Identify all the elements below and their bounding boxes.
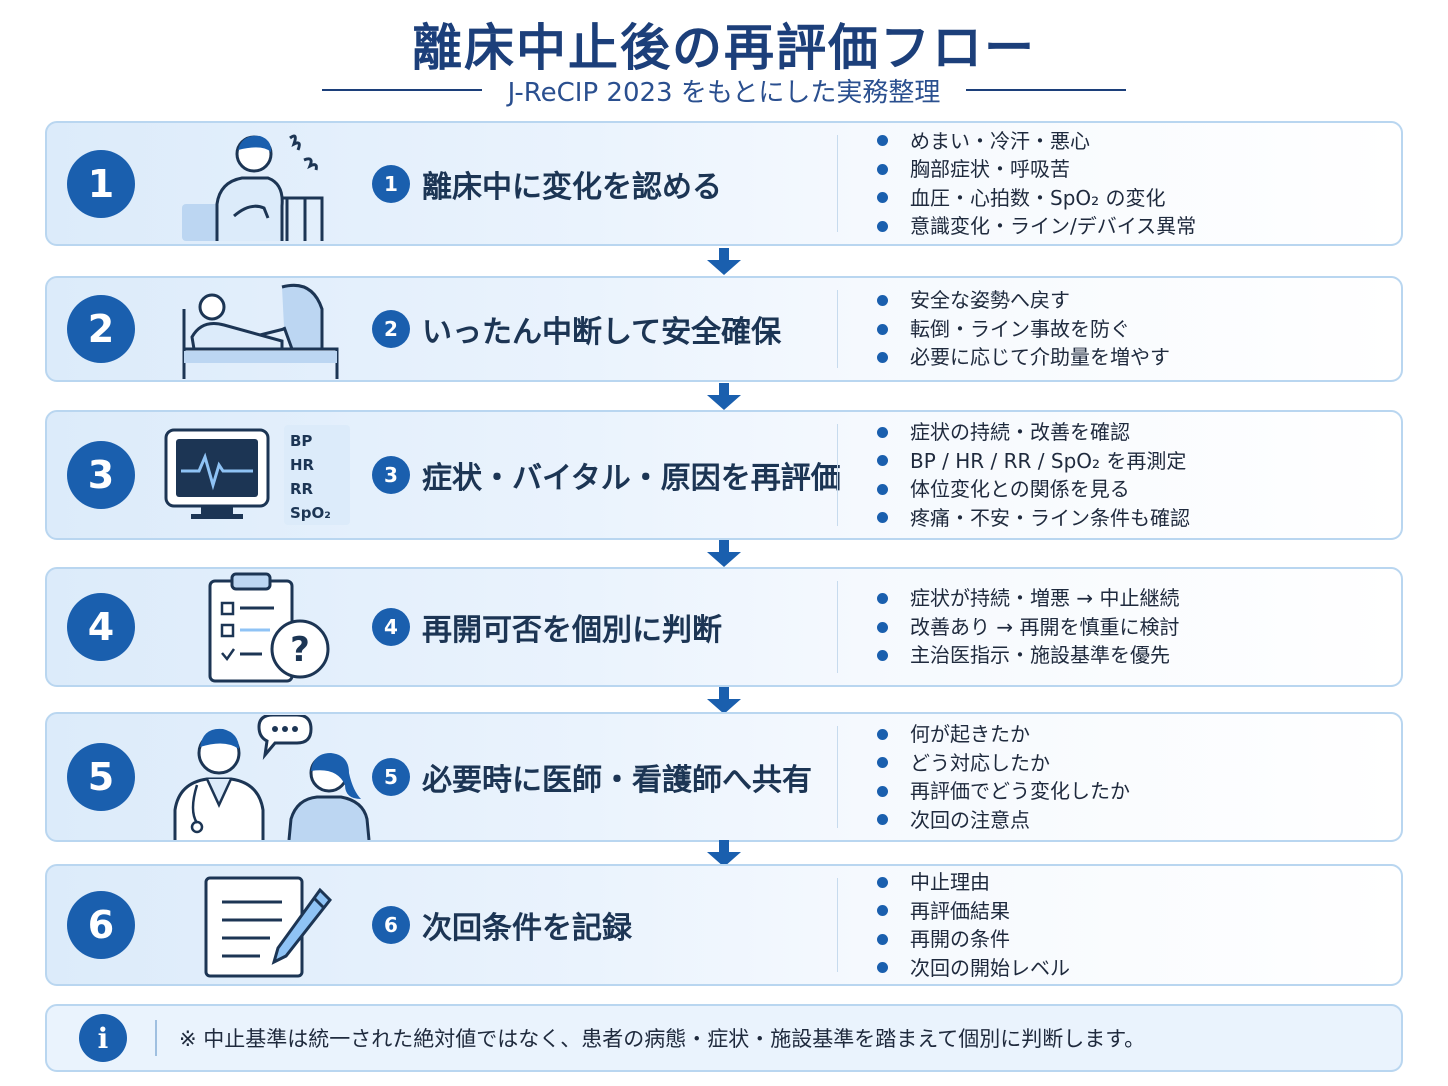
step-4: 4 ? 4 再開可否を個別に判断 症状が持続・増悪 → 中止継続 改善あり → … [45,567,1403,687]
heading-number-badge: 2 [372,310,410,348]
step-6: 6 6 次回条件を記録 中止理由 再評価結果 再開の条件 次回の開始レベル [45,864,1403,986]
step-number-badge: 4 [67,593,135,661]
bullet-item: 症状の持続・改善を確認 [877,418,1190,447]
note-divider [155,1020,157,1056]
bullet-item: 再評価でどう変化したか [877,777,1130,806]
note-text: ※ 中止基準は統一された絶対値ではなく、患者の病態・症状・施設基準を踏まえて個別… [179,1027,1146,1051]
step-2: 2 2 いったん中断して安全確保 安全な姿勢へ戻す 転倒・ライン事故を防ぐ 必要… [45,276,1403,382]
bullet-list: めまい・冷汗・悪心 胸部症状・呼吸苦 血圧・心拍数・SpO₂ の変化 意識変化・… [877,127,1196,241]
step-number-badge: 6 [67,891,135,959]
bullet-item: 再評価結果 [877,897,1070,926]
subtitle-line-right [966,89,1127,91]
step-1: 1 1 離床中に変化を認める めまい・冷汗・悪心 胸部症状・呼吸苦 血圧・心拍数… [45,121,1403,246]
divider [837,424,838,526]
bullet-item: 症状が持続・増悪 → 中止継続 [877,584,1179,613]
down-arrow-icon [707,687,741,714]
divider [837,581,838,673]
vital-label: RR [290,480,314,498]
bullet-item: 転倒・ライン事故を防ぐ [877,315,1170,344]
bullet-list: 症状の持続・改善を確認 BP / HR / RR / SpO₂ を再測定 体位変… [877,418,1190,532]
bullet-item: BP / HR / RR / SpO₂ を再測定 [877,447,1190,476]
page-title: 離床中止後の再評価フロー [412,19,1036,77]
bullet-item: 次回の注意点 [877,806,1130,835]
heading-number-badge: 6 [372,906,410,944]
bullet-item: 体位変化との関係を見る [877,475,1190,504]
heading-number-badge: 3 [372,456,410,494]
heading-number-badge: 1 [372,164,410,203]
down-arrow-icon [707,840,741,867]
patient-bed-assist-icon [157,278,357,380]
heading-text: 離床中に変化を認める [422,169,722,205]
down-arrow-icon [707,248,741,275]
bullet-item: どう対応したか [877,749,1130,778]
heading-text: 再開可否を個別に判断 [422,613,722,648]
vital-label: BP [290,432,313,450]
heading-number-badge: 5 [372,758,410,796]
step-number-badge: 5 [67,743,135,811]
step-number-badge: 3 [67,441,135,509]
bullet-item: 安全な姿勢へ戻す [877,286,1170,315]
bullet-item: めまい・冷汗・悪心 [877,127,1196,156]
bullet-list: 何が起きたか どう対応したか 再評価でどう変化したか 次回の注意点 [877,720,1130,834]
bullet-item: 胸部症状・呼吸苦 [877,155,1196,184]
step-number-badge: 1 [67,149,135,218]
patient-discomfort-icon [157,123,357,244]
vital-monitor-icon: BP HR RR SpO₂ [157,412,357,538]
divider [837,726,838,828]
heading-text: いったん中断して安全確保 [422,315,782,350]
step-heading: 3 症状・バイタル・原因を再評価 [372,453,841,497]
heading-text: 次回条件を記録 [422,911,632,946]
bullet-list: 中止理由 再評価結果 再開の条件 次回の開始レベル [877,868,1070,982]
bullet-item: 何が起きたか [877,720,1130,749]
vital-labels-panel: BP HR RR SpO₂ [284,425,350,525]
step-heading: 1 離床中に変化を認める [372,162,722,206]
bullet-item: 主治医指示・施設基準を優先 [877,641,1179,670]
clipboard-question-icon: ? [157,569,357,685]
subtitle: J-ReCIP 2023 をもとにした実務整理 [507,77,941,108]
bullet-item: 疼痛・不安・ライン条件も確認 [877,504,1190,533]
step-5: 5 5 必要時に医師・看護師へ共有 何が起きたか どう対応したか 再評価でどう変… [45,712,1403,842]
info-icon: i [79,1014,127,1062]
divider [837,290,838,368]
bullet-item: 必要に応じて介助量を増やす [877,343,1170,372]
heading-text: 症状・バイタル・原因を再評価 [422,461,841,496]
subtitle-line-left [321,89,482,91]
vital-label: SpO₂ [290,504,331,522]
bullet-item: 改善あり → 再開を慎重に検討 [877,613,1179,642]
bullet-item: 血圧・心拍数・SpO₂ の変化 [877,184,1196,213]
step-number-badge: 2 [67,295,135,363]
down-arrow-icon [707,540,741,567]
info-note: i ※ 中止基準は統一された絶対値ではなく、患者の病態・症状・施設基準を踏まえて… [45,1004,1403,1072]
bullet-list: 安全な姿勢へ戻す 転倒・ライン事故を防ぐ 必要に応じて介助量を増やす [877,286,1170,372]
heading-number-badge: 4 [372,608,410,646]
step-heading: 4 再開可否を個別に判断 [372,605,722,649]
divider [837,135,838,232]
subtitle-row: J-ReCIP 2023 をもとにした実務整理 [0,70,1448,110]
bullet-item: 再開の条件 [877,925,1070,954]
divider [837,878,838,972]
step-3: 3 BP HR RR SpO₂ 3 症状・バイタル・原因を再評価 症状の持続・改… [45,410,1403,540]
heading-text: 必要時に医師・看護師へ共有 [422,763,812,798]
bullet-item: 意識変化・ライン/デバイス異常 [877,212,1196,241]
svg-text:?: ? [290,630,310,670]
step-heading: 6 次回条件を記録 [372,903,632,947]
vital-label: HR [290,456,315,474]
step-heading: 2 いったん中断して安全確保 [372,307,781,351]
bullet-list: 症状が持続・増悪 → 中止継続 改善あり → 再開を慎重に検討 主治医指示・施設… [877,584,1179,670]
bullet-item: 次回の開始レベル [877,954,1070,983]
bullet-item: 中止理由 [877,868,1070,897]
step-heading: 5 必要時に医師・看護師へ共有 [372,755,812,799]
down-arrow-icon [707,383,741,410]
doctor-nurse-chat-icon [157,714,387,840]
document-pen-icon [157,866,357,984]
